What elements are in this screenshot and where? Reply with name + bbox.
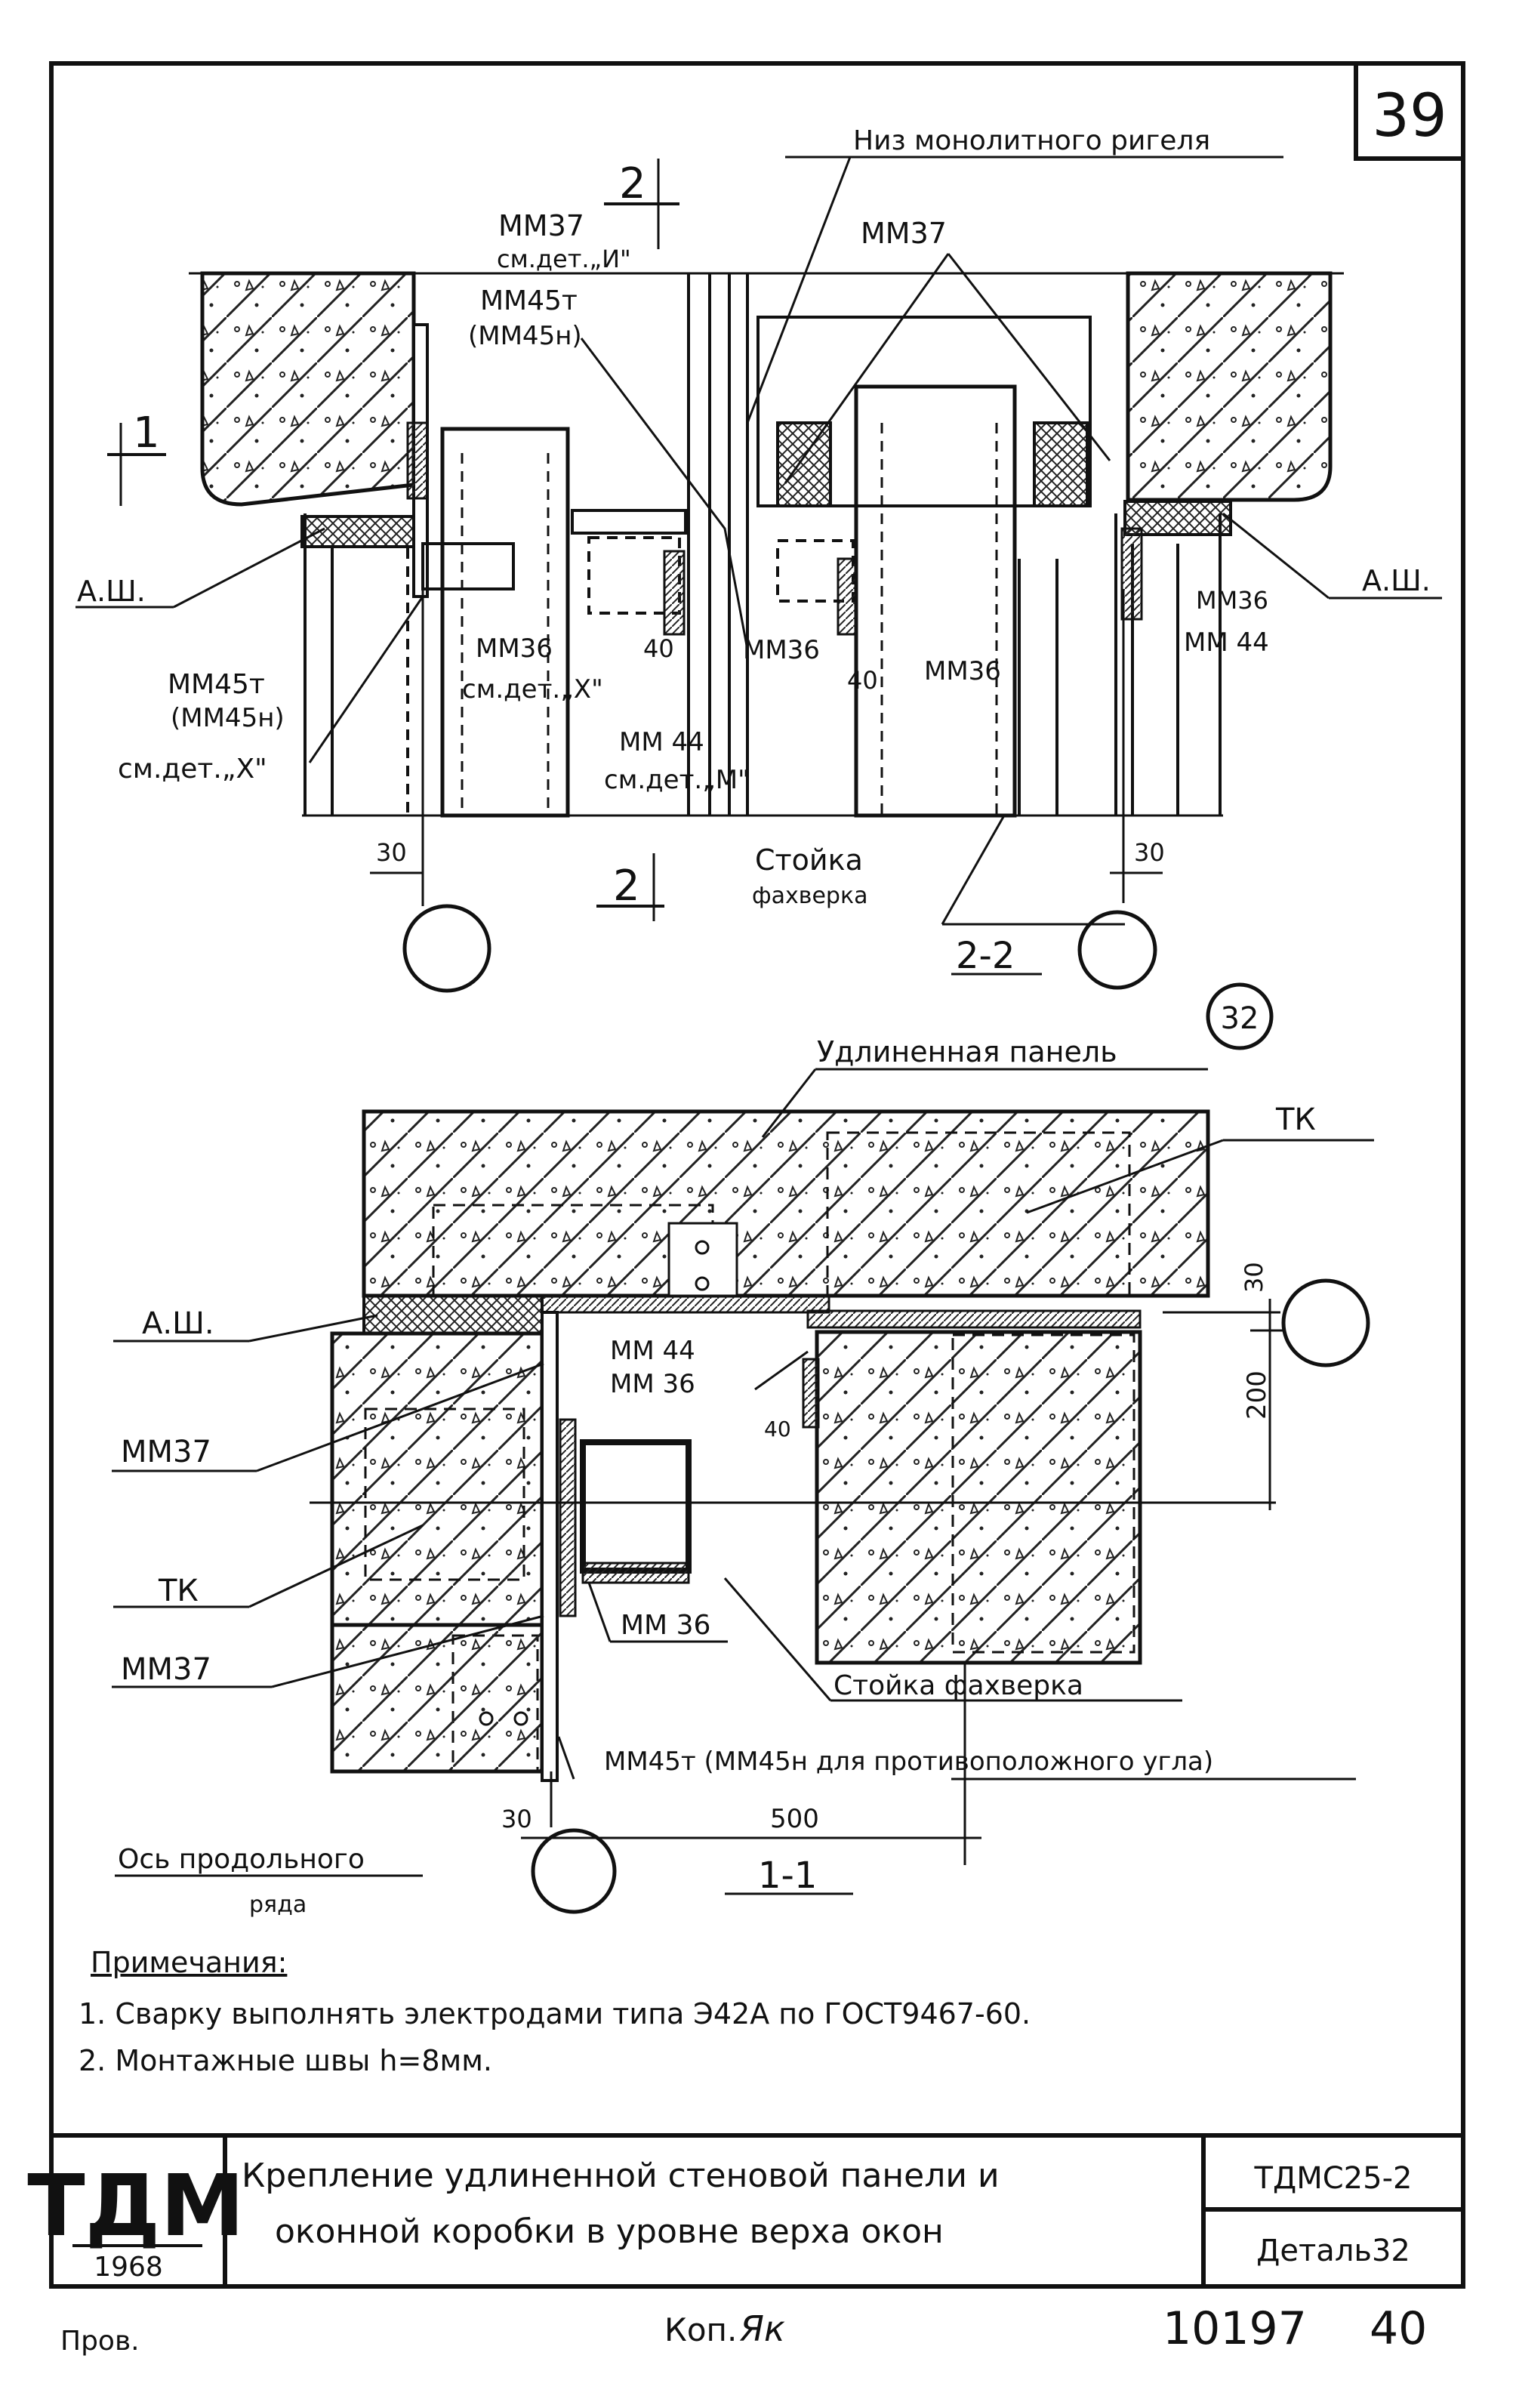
- section-2-2-title: 2-2: [956, 935, 1015, 977]
- dim-200: 200: [1242, 1370, 1272, 1420]
- footer-doc-number: 10197: [1163, 2302, 1307, 2355]
- dim-40-a: 40: [643, 634, 674, 663]
- mm44-mid-label: ММ 44: [619, 727, 704, 757]
- mm37-left-label: ММ37: [498, 209, 584, 242]
- mm37-right-label: ММ37: [861, 217, 947, 250]
- footer-signature: Як: [739, 2308, 785, 2349]
- detail-circle: [1206, 982, 1274, 1050]
- mm44-right-label: ММ 44: [1184, 627, 1269, 658]
- footer-logo: ТДМ: [27, 2157, 245, 2255]
- sheet-frame: [49, 61, 1465, 2289]
- tk-top-label: ТК: [1275, 1102, 1316, 1137]
- cut-mark-2-top: 2: [619, 159, 646, 208]
- cut-mark-2-bottom: 2: [613, 862, 640, 911]
- ash-right-label: А.Ш.: [1362, 564, 1431, 597]
- footer-title-2: оконной коробки в уровне верха окон: [275, 2212, 944, 2251]
- axis-circle-1-1-right: [1281, 1278, 1370, 1367]
- os-label: Ось продольного: [118, 1844, 365, 1875]
- section-1-1: [112, 1068, 1374, 1914]
- note-2: 2. Монтажные швы h=8мм.: [79, 2044, 492, 2077]
- axis-circle-left: [402, 904, 491, 993]
- sheet-number: 39: [1372, 82, 1447, 150]
- notes-title: Примечания:: [91, 1946, 287, 1979]
- post-right: [854, 384, 1017, 818]
- mm36-d-label: ММ36: [1196, 586, 1268, 615]
- mm36-b-label: ММ36: [743, 635, 820, 665]
- footer-code: ТДМС25-2: [1254, 2161, 1413, 2196]
- dim-30-right: 30: [1134, 838, 1165, 867]
- mm44-mid-ref: см.дет.„М": [604, 765, 750, 795]
- seal-strip: [362, 1294, 544, 1335]
- axis-circle-right: [1077, 910, 1157, 990]
- dim-30-bot: 30: [501, 1805, 532, 1833]
- mm45-left-ref: см.дет.„Х": [118, 754, 267, 785]
- right-concrete-block: [1126, 271, 1333, 502]
- mm37-left-ref: см.дет.„И": [497, 245, 631, 273]
- fakhverka-label: фахверка: [752, 883, 867, 909]
- niz-label: Низ монолитного ригеля: [853, 125, 1210, 156]
- note-1: 1. Сварку выполнять электродами типа Э42…: [79, 1997, 1031, 2030]
- mm45-left-label: ММ45т: [168, 669, 265, 700]
- mm36-a-label: ММ36: [476, 634, 553, 664]
- section-1-1-title: 1-1: [758, 1855, 817, 1897]
- left-concrete-block: [200, 271, 416, 507]
- footer-year: 1968: [94, 2252, 163, 2283]
- dim-30-top: 30: [1240, 1262, 1268, 1293]
- cut-mark-1: 1: [133, 409, 160, 458]
- dim-30-left: 30: [376, 838, 407, 867]
- ash-label: А.Ш.: [142, 1306, 214, 1341]
- mm37-top-label: ММ37: [121, 1435, 211, 1469]
- mm36-c-label: ММ36: [924, 656, 1001, 686]
- mm36-a-ref: см.дет.„Х": [462, 674, 603, 705]
- post-tube: [580, 1439, 692, 1574]
- stoika-fakh-label: Стойка фахверка: [833, 1670, 1083, 1701]
- mm45-label: ММ45т (ММ45н для противоположного угла): [604, 1747, 1213, 1777]
- mm44-label: ММ 44: [610, 1336, 695, 1366]
- mm45-left-alt: (ММ45н): [171, 703, 285, 733]
- dim-40: 40: [764, 1417, 791, 1441]
- right-lower-block: [815, 1330, 1142, 1665]
- os-label-2: ряда: [249, 1892, 307, 1918]
- footer-prov: Пров.: [60, 2326, 140, 2357]
- footer-page: 40: [1370, 2302, 1427, 2355]
- detail-circle-label: 32: [1221, 1001, 1259, 1036]
- section-2-2: [75, 156, 1442, 993]
- mm37-bot-label: ММ37: [121, 1652, 211, 1687]
- mm45-top-alt: (ММ45н): [468, 321, 582, 351]
- udlinennaya-label: Удлиненная панель: [817, 1035, 1117, 1068]
- ash-left-label: А.Ш.: [77, 575, 146, 608]
- elongated-panel: [362, 1109, 1210, 1298]
- stoika-label: Стойка: [755, 843, 863, 877]
- footer-detail: Деталь32: [1256, 2234, 1410, 2268]
- footer-title-1: Крепление удлиненной стеновой панели и: [242, 2157, 1000, 2195]
- mm45-top-label: ММ45т: [480, 285, 578, 316]
- mm36-bot-label: ММ 36: [621, 1610, 710, 1641]
- mm36-top-label: ММ 36: [610, 1369, 695, 1399]
- footer-kop: Коп.: [664, 2311, 737, 2348]
- tk-left-label: ТК: [158, 1574, 199, 1608]
- dim-500: 500: [770, 1804, 819, 1834]
- axis-circle-1-1-left: [531, 1828, 617, 1914]
- mm37-plate: [541, 1311, 559, 1782]
- dim-40-b: 40: [847, 666, 878, 695]
